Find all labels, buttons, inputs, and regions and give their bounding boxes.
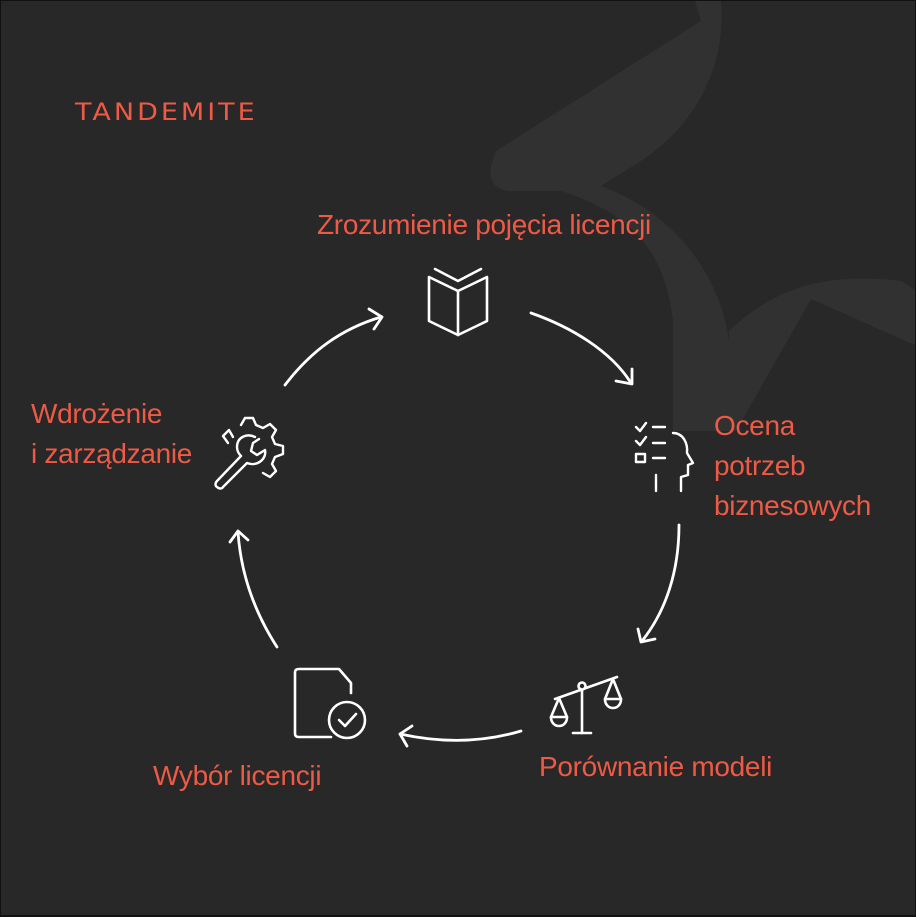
balance-scale-icon xyxy=(549,671,625,735)
step-1-text: Zrozumienie pojęcia licencji xyxy=(317,209,651,240)
step-2-text-line-3: biznesowych xyxy=(714,490,872,521)
brand-logo: TANDEMITE xyxy=(75,99,258,127)
step-label-implementation: Wdrożenie i zarządzanie xyxy=(31,394,192,474)
step-2-text-line-1: Ocena xyxy=(714,410,795,441)
step-label-choose-licence: Wybór licencji xyxy=(153,756,322,796)
document-check-icon xyxy=(291,665,371,745)
step-label-compare-models: Porównanie modeli xyxy=(539,747,772,787)
step-4-text: Wybór licencji xyxy=(153,760,322,791)
step-2-text-line-2: potrzeb xyxy=(714,450,806,481)
gear-wrench-icon xyxy=(211,415,287,493)
step-3-text: Porównanie modeli xyxy=(539,751,773,782)
step-5-text-line-1: Wdrożenie xyxy=(31,398,163,429)
step-5-text-line-2: i zarządzanie xyxy=(31,438,193,469)
step-label-understanding-licence: Zrozumienie pojęcia licencji xyxy=(317,205,651,245)
open-book-icon xyxy=(425,263,491,337)
checklist-head-icon xyxy=(631,419,697,495)
step-label-business-needs: Ocena potrzeb biznesowych xyxy=(714,406,871,526)
